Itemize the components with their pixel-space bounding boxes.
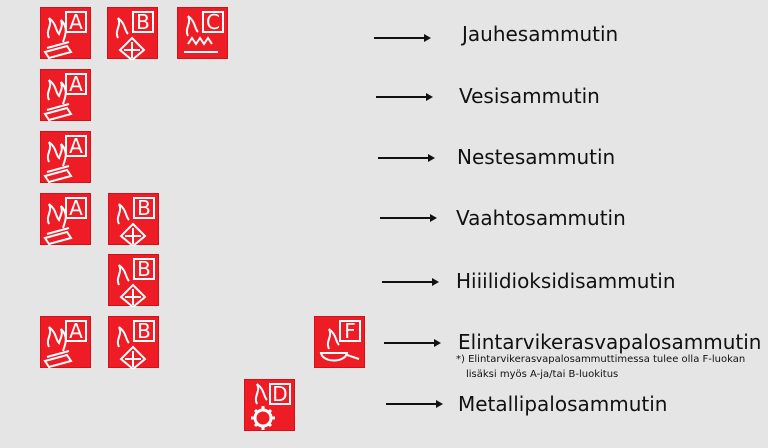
- class-letter: B: [133, 197, 155, 219]
- class-letter: C: [202, 11, 224, 33]
- class-letter: A: [65, 135, 87, 157]
- burning-gas-icon: [184, 15, 218, 53]
- class-b-icon: B: [108, 193, 159, 246]
- extinguisher-label: Vesisammutin: [459, 84, 600, 108]
- burning-liquid-icon: [115, 17, 146, 60]
- burning-liquid-icon: [116, 264, 147, 307]
- extinguisher-label: Metallipalosammutin: [458, 392, 668, 416]
- class-d-icon: D: [244, 379, 295, 431]
- footnote-line-2: lisäksi myös A-ja/tai B-luokitus: [466, 369, 619, 380]
- arrow: [384, 338, 441, 348]
- class-a-icon: A: [40, 7, 91, 60]
- arrow: [376, 92, 433, 102]
- class-letter: F: [339, 320, 361, 342]
- class-letter: B: [132, 11, 154, 33]
- class-f-icon: F: [314, 316, 365, 368]
- class-letter: B: [133, 258, 155, 280]
- burning-cooking-oil-icon: [319, 328, 360, 362]
- extinguisher-label: Vaahtosammutin: [456, 206, 626, 230]
- footnote-line-1: *) Elintarvikerasvapalosammuttimessa tul…: [456, 354, 746, 365]
- arrow: [374, 33, 431, 43]
- arrow: [382, 277, 439, 287]
- class-letter: B: [133, 320, 155, 342]
- class-b-icon: B: [108, 316, 159, 369]
- extinguisher-label: Elintarvikerasvapalosammutin: [458, 330, 762, 354]
- arrow: [378, 153, 435, 163]
- extinguisher-label: Hiiilidioksidisammutin: [456, 269, 676, 293]
- class-a-icon: A: [40, 193, 91, 246]
- class-a-icon: A: [40, 316, 91, 369]
- class-letter: A: [65, 320, 87, 342]
- class-c-icon: C: [177, 7, 228, 59]
- class-b-icon: B: [107, 7, 158, 60]
- class-letter: D: [269, 383, 291, 405]
- class-letter: A: [65, 11, 87, 33]
- extinguisher-label: Nestesammutin: [457, 145, 616, 169]
- arrow: [386, 399, 443, 409]
- arrow: [380, 213, 437, 223]
- class-letter: A: [65, 197, 87, 219]
- extinguisher-label: Jauhesammutin: [462, 22, 619, 46]
- burning-liquid-icon: [116, 203, 147, 246]
- burning-liquid-icon: [116, 326, 147, 369]
- class-letter: A: [65, 73, 87, 95]
- class-a-icon: A: [40, 131, 91, 184]
- class-a-icon: A: [40, 69, 91, 122]
- class-b-icon: B: [108, 254, 159, 307]
- burning-metal-icon: [251, 383, 275, 430]
